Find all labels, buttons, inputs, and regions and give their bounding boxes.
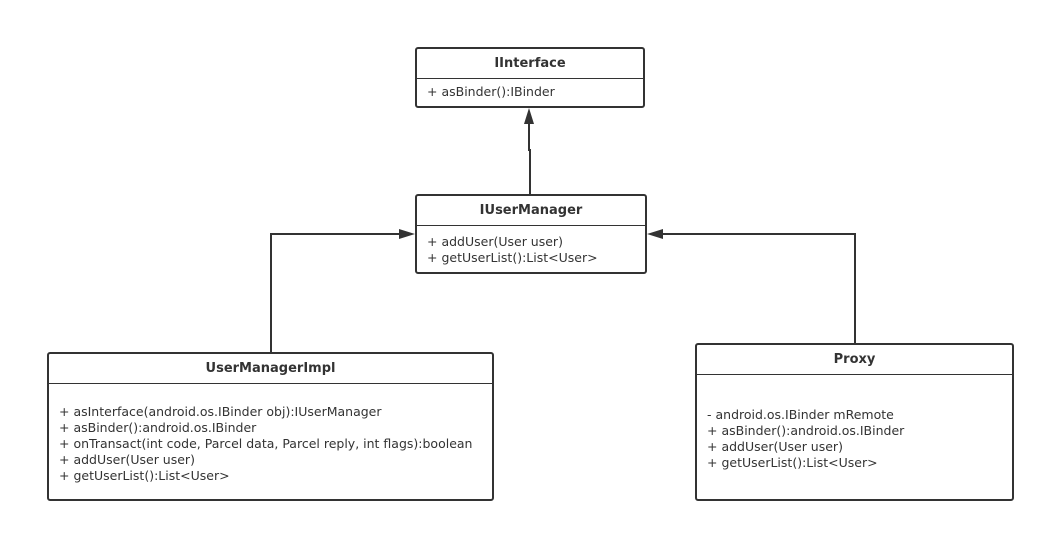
class-iinterface[interactable]: IInterface + asBinder():IBinder xyxy=(415,47,645,108)
class-title: UserManagerImpl xyxy=(49,354,492,384)
class-member: + addUser(User user) xyxy=(707,439,843,454)
class-title: IInterface xyxy=(417,49,643,79)
class-usermanagerimpl[interactable]: UserManagerImpl + asInterface(android.os… xyxy=(47,352,494,501)
class-members: + asBinder():IBinder xyxy=(417,79,643,100)
class-member: + asBinder():android.os.IBinder xyxy=(59,420,257,435)
class-member: + addUser(User user) xyxy=(59,452,195,467)
class-members: + addUser(User user) + getUserList():Lis… xyxy=(417,226,645,266)
class-member: + getUserList():List<User> xyxy=(427,250,598,265)
class-member: + asInterface(android.os.IBinder obj):IU… xyxy=(59,404,382,419)
class-title: IUserManager xyxy=(417,196,645,226)
proxy-to-iusermanager-connector xyxy=(662,233,856,343)
arrowhead-iusermanager-left xyxy=(399,229,415,239)
class-member: + onTransact(int code, Parcel data, Parc… xyxy=(59,436,473,451)
arrowhead-iinterface xyxy=(524,108,534,124)
class-member: + asBinder():android.os.IBinder xyxy=(707,423,905,438)
class-member: + getUserList():List<User> xyxy=(59,468,230,483)
class-member: + getUserList():List<User> xyxy=(707,455,878,470)
class-proxy[interactable]: Proxy - android.os.IBinder mRemote + asB… xyxy=(695,343,1014,501)
class-members: + asInterface(android.os.IBinder obj):IU… xyxy=(49,384,492,484)
class-member: + addUser(User user) xyxy=(427,234,563,249)
class-iusermanager[interactable]: IUserManager + addUser(User user) + getU… xyxy=(415,194,647,274)
iusermanager-to-iinterface-connector xyxy=(528,124,531,194)
class-members: - android.os.IBinder mRemote + asBinder(… xyxy=(697,375,1012,471)
class-member: - android.os.IBinder mRemote xyxy=(707,407,894,422)
usermanagerimpl-to-iusermanager-connector xyxy=(270,233,402,352)
arrowhead-iusermanager-right xyxy=(647,229,663,239)
class-title: Proxy xyxy=(697,345,1012,375)
class-member: + asBinder():IBinder xyxy=(427,84,555,99)
